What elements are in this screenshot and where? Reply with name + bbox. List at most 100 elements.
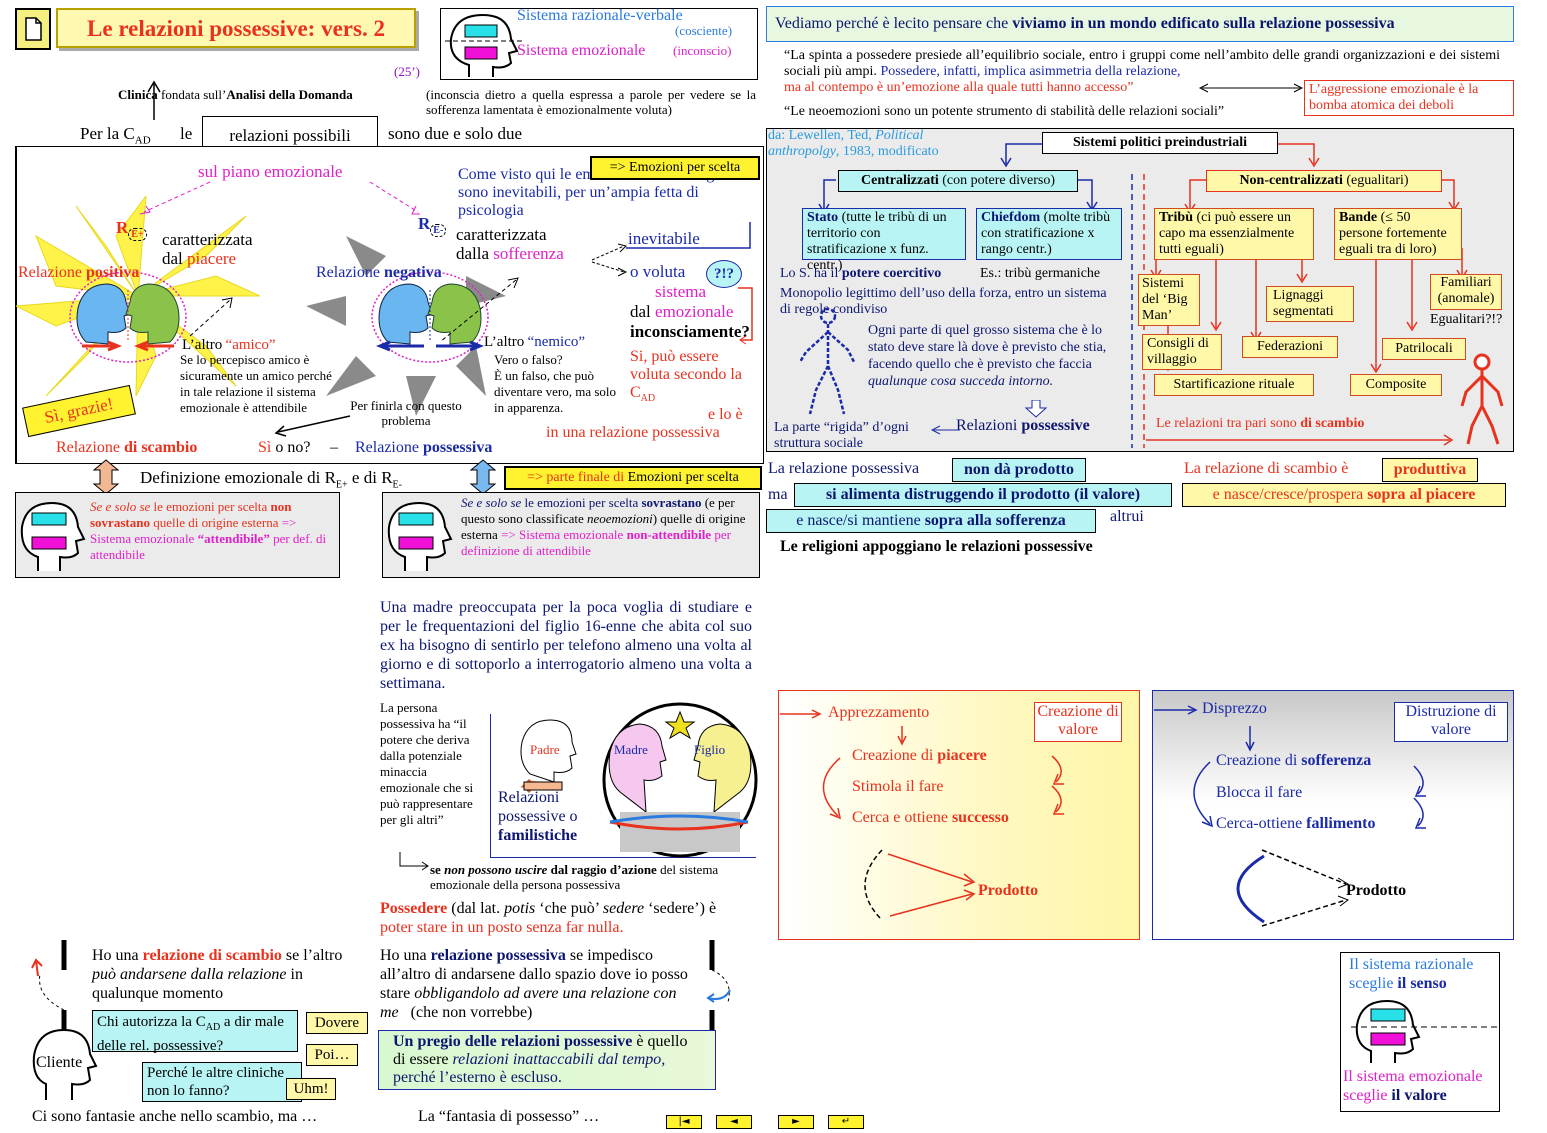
relazione-possessiva: Relazione possessiva [355,439,493,456]
inevitabile-label: inevitabile [628,229,700,248]
sistemi-politici-box: Sistemi politici preindustriali [1042,132,1278,154]
nemico-dashed-arrow [439,277,519,343]
clinica-rest: (inconscia dietro a quella espressa a pa… [426,87,756,117]
nav-first-button[interactable]: |◄ [666,1115,702,1129]
tra-pari-text: Le relazioni tra pari sono di scambio [1156,416,1365,431]
relazioni-familistiche: Relazioni possessive o familistiche [498,789,578,844]
amico-dashed-arrow [189,297,233,337]
attendibile-box: Se e solo se le emozioni per scelta non … [15,492,340,578]
big-man-box: Sistemi del ‘Big Man’ [1138,274,1200,326]
page-title-box: Le relazioni possessive: vers. 2 [56,8,416,48]
doc-icon-box[interactable] [15,8,51,50]
intro-post: sono due e solo due [388,124,523,143]
rational-note: (cosciente) [675,23,733,38]
monopolio-text: Monopolio legittimo dell’uso della forza… [780,286,1107,317]
parte-rigida-text: La parte “rigida” d’ogni struttura socia… [774,420,909,451]
egualitari-label: Egualitari?!? [1430,312,1503,327]
centralizzati-box: Centralizzati (con potere diverso) [838,170,1078,192]
document-icon [25,17,42,41]
composite-box: Composite [1350,374,1442,396]
cliente-label: Cliente [36,1054,83,1071]
altro-amico: L’altro “amico” [182,337,276,353]
clinica-text: Clinica fondata sull’Analisi della Doman… [118,87,758,102]
piano-arrows [139,181,420,215]
nemico-text: Vero o falso? È un falso, che può divent… [494,352,617,415]
rel-poss-left-arrow [930,425,960,435]
quote-possedere: “La spinta a possedere presiede all’equi… [784,48,1500,95]
non-centralizzati-box: Non-centralizzati (egualitari) [1206,170,1442,192]
raggio-text: se non possono uscire dal raggio d’azion… [430,862,719,892]
quote-neoemozioni: “Le neoemozioni sono un potente strument… [784,104,1225,119]
relazione-negativa: Relazione negativa [316,264,442,281]
nav-prev-button[interactable]: ◄ [716,1115,752,1129]
si-puo-text: Si, può essere voluta secondo la CAD [630,348,742,405]
nav-return-button[interactable]: ↵ [828,1115,864,1129]
religioni-text: Le religioni appoggiano le relazioni pos… [780,538,1093,555]
piano-emozionale: sul piano emozionale [198,162,343,181]
produttiva-box: produttiva [1382,458,1478,482]
nav-next-button[interactable]: ► [778,1115,814,1129]
bande-box: Bande (≤ 50 persone fortemente eguali tr… [1334,208,1462,260]
es-tribu: Es.: tribù germaniche [980,266,1101,281]
alimenta-box: si alimenta distruggendo il prodotto (il… [794,483,1172,507]
non-da-prodotto-a: La relazione possessiva [768,460,920,477]
prodotto-blue: Prodotto [1346,882,1407,899]
vediamo-box: Vediamo perché è lecito pensare che vivi… [766,6,1514,42]
legend-emotional: Il sistema emozionale sceglie il valore [1343,1068,1483,1104]
madre-label: Madre [614,742,648,757]
stick-figure-red [1460,353,1504,445]
fantasie-scambio: Ci sono fantasie anche nello scambio, ma… [32,1108,318,1125]
intro-pre: Per la CAD [80,124,151,147]
figlio-label: Figlio [694,742,726,757]
ma-label: ma [768,486,788,503]
nasce-box: e nasce/si mantiene sopra alla sofferenz… [766,509,1096,533]
creazione-sofferenza: Creazione di sofferenza [1216,752,1372,769]
voluta-red-bracket [738,287,753,345]
amico-text: Se lo percepisco amico è sicuramente un … [180,352,332,415]
dovere-bubble: Dovere [306,1012,368,1034]
disprezzo-label: Disprezzo [1202,700,1267,717]
parte-finale-button[interactable]: => parte finale di Emozioni per scelta [504,466,762,490]
intro-le: le [180,124,193,143]
ogni-parte-text: Ogni parte di quel grosso sistema che è … [868,323,1107,389]
down-arrow-hollow [1024,400,1048,418]
legend-head [1351,999,1499,1063]
clinica-word: Clinica [118,87,158,102]
creazione-piacere: Creazione di piacere [852,747,987,764]
consigli-box: Consigli di villaggio [1142,334,1222,370]
dash: – [330,439,338,456]
emozioni-scelta-button[interactable]: => Emozioni per scelta [590,156,760,180]
apprezzamento-label: Apprezzamento [828,704,930,721]
family-diagram [520,702,758,858]
prodotto-yellow: Prodotto [978,882,1039,899]
cresce-box: e nasce/cresce/prospera sopra al piacere [1182,483,1506,507]
possessiva-definition: Ho una relazione possessiva se impedisco… [380,947,688,1021]
possedere-def: Possedere (dal lat. potis ‘che può’ sede… [380,900,717,936]
patrilocali-box: Patrilocali [1382,338,1466,360]
clinica-mid: fondata sull’ [160,87,227,102]
blue-double-arrow [469,459,497,495]
per-finirla: Per finirla con questo problema [350,398,462,428]
potere-coercitivo: Lo S. ha il potere coercitivo [780,266,942,281]
aggressione-box: L’aggressione emozionale è la bomba atom… [1304,80,1514,116]
inevitabile-bracket [626,222,751,249]
blocca-fare: Blocca il fare [1216,784,1303,801]
analisi-domanda: Analisi della Domanda [226,87,353,102]
scambio-produttiva-a: La relazione di scambio è [1184,460,1349,477]
fantasia-possesso: La “fantasia di possesso” … [418,1108,600,1125]
rational-system-label: Sistema razionale-verbale [517,7,683,24]
sofferenza-arrows [591,243,628,277]
creazione-valore-box: Creazione di valore [1034,702,1122,742]
startificazione-box: Startificazione rituale [1154,374,1314,396]
double-arrow-icon [1198,83,1304,93]
cerca-fallimento: Cerca-ottiene fallimento [1216,815,1376,832]
page-title: Le relazioni possessive: vers. 2 [87,16,385,41]
raggio-arrow [399,852,429,871]
orange-double-arrow [92,459,120,495]
legend-box: Il sistema razionale sceglie il senso Il… [1340,952,1500,1112]
o-voluta-label: o voluta [630,262,686,281]
